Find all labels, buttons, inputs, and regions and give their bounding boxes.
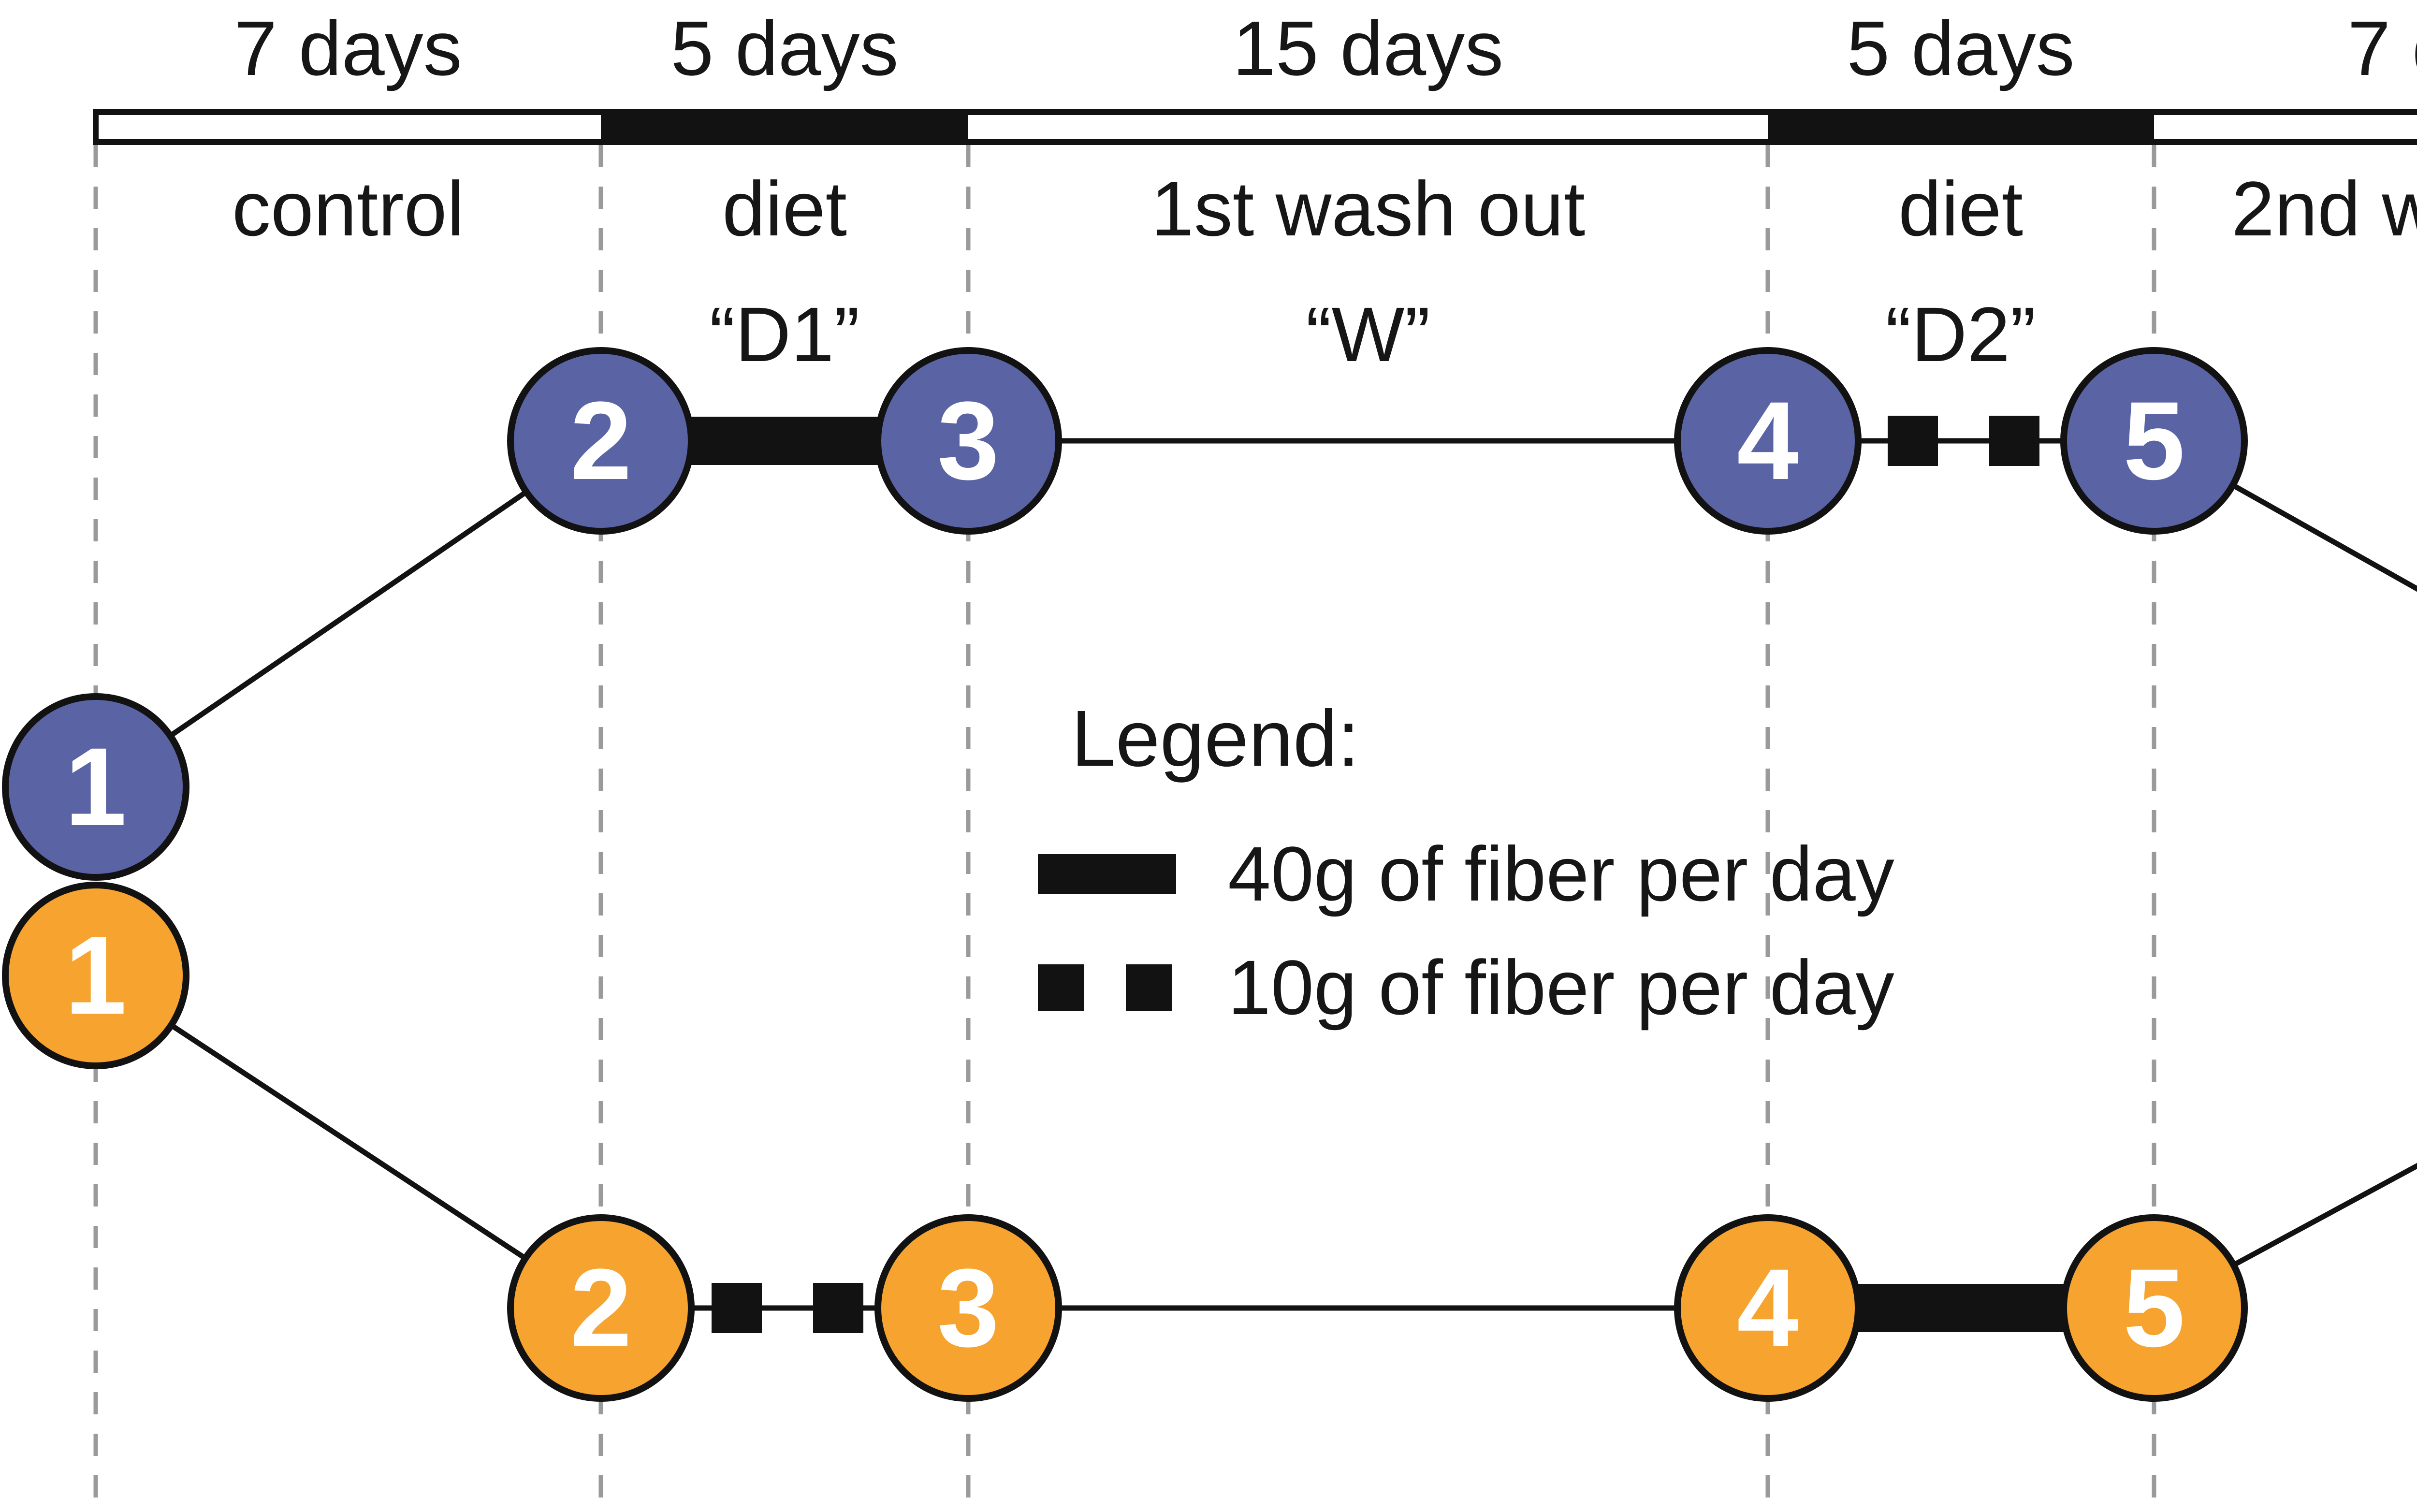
node-bottom-1: 1 — [2, 882, 189, 1069]
phase-label-washout2: 2nd wash out — [2231, 165, 2417, 252]
timeline-diet-segment-1 — [601, 109, 968, 145]
node-top-4: 4 — [1674, 347, 1862, 535]
duration-label-diet2: 5 days — [1847, 5, 2075, 91]
phase-label-diet2: diet — [1898, 165, 2023, 252]
node-bottom-2: 2 — [507, 1214, 695, 1402]
fiber-10g-square-top-a — [1888, 416, 1938, 466]
duration-label-washout2: 7 days — [2347, 5, 2417, 91]
node-top-1-number: 1 — [65, 725, 127, 849]
duration-label-control: 7 days — [234, 5, 462, 91]
node-bottom-4-number: 4 — [1737, 1246, 1799, 1370]
code-label-d2: “D2” — [1885, 291, 2036, 378]
fiber-10g-square-bottom-b — [813, 1283, 863, 1333]
node-top-4-number: 4 — [1737, 378, 1799, 503]
fiber-10g-square-top-b — [1989, 416, 2039, 466]
code-label-w: “W” — [1306, 291, 1430, 378]
node-bottom-2-number: 2 — [570, 1246, 632, 1370]
connector-bottom-1-2 — [94, 973, 603, 1310]
legend-label-10g: 10g of fiber per day — [1228, 944, 1894, 1031]
duration-label-diet1: 5 days — [670, 5, 899, 91]
node-bottom-4: 4 — [1674, 1214, 1862, 1402]
node-bottom-3-number: 3 — [937, 1246, 999, 1370]
node-bottom-3: 3 — [874, 1214, 1062, 1402]
code-label-d1: “D1” — [709, 291, 860, 378]
node-bottom-1-number: 1 — [65, 913, 127, 1037]
phase-label-washout1: 1st wash out — [1150, 165, 1586, 252]
connector-bottom-5-6 — [2153, 1163, 2417, 1310]
timeline-diet-segment-2 — [1768, 109, 2154, 145]
node-bottom-5: 5 — [2060, 1214, 2248, 1402]
node-bottom-5-number: 5 — [2123, 1246, 2185, 1370]
phase-label-diet1: diet — [722, 165, 847, 252]
node-top-3-number: 3 — [937, 378, 999, 503]
node-top-1: 1 — [2, 693, 189, 881]
node-top-3: 3 — [874, 347, 1062, 535]
duration-label-washout1: 15 days — [1232, 5, 1504, 91]
connector-top-1-2 — [94, 438, 603, 789]
legend-label-40g: 40g of fiber per day — [1228, 830, 1894, 917]
phase-label-control: control — [232, 165, 465, 252]
legend-swatch-40g-bar — [1038, 854, 1176, 894]
legend-swatch-10g-square-b — [1126, 964, 1172, 1011]
legend-swatch-10g-square-a — [1038, 964, 1084, 1011]
node-top-2-number: 2 — [570, 378, 632, 503]
node-top-5-number: 5 — [2123, 378, 2185, 503]
connector-top-5-6 — [2153, 438, 2417, 592]
node-top-2: 2 — [507, 347, 695, 535]
node-top-5: 5 — [2060, 347, 2248, 535]
fiber-10g-square-bottom-a — [712, 1283, 762, 1333]
legend-title: Legend: — [1071, 694, 1360, 783]
